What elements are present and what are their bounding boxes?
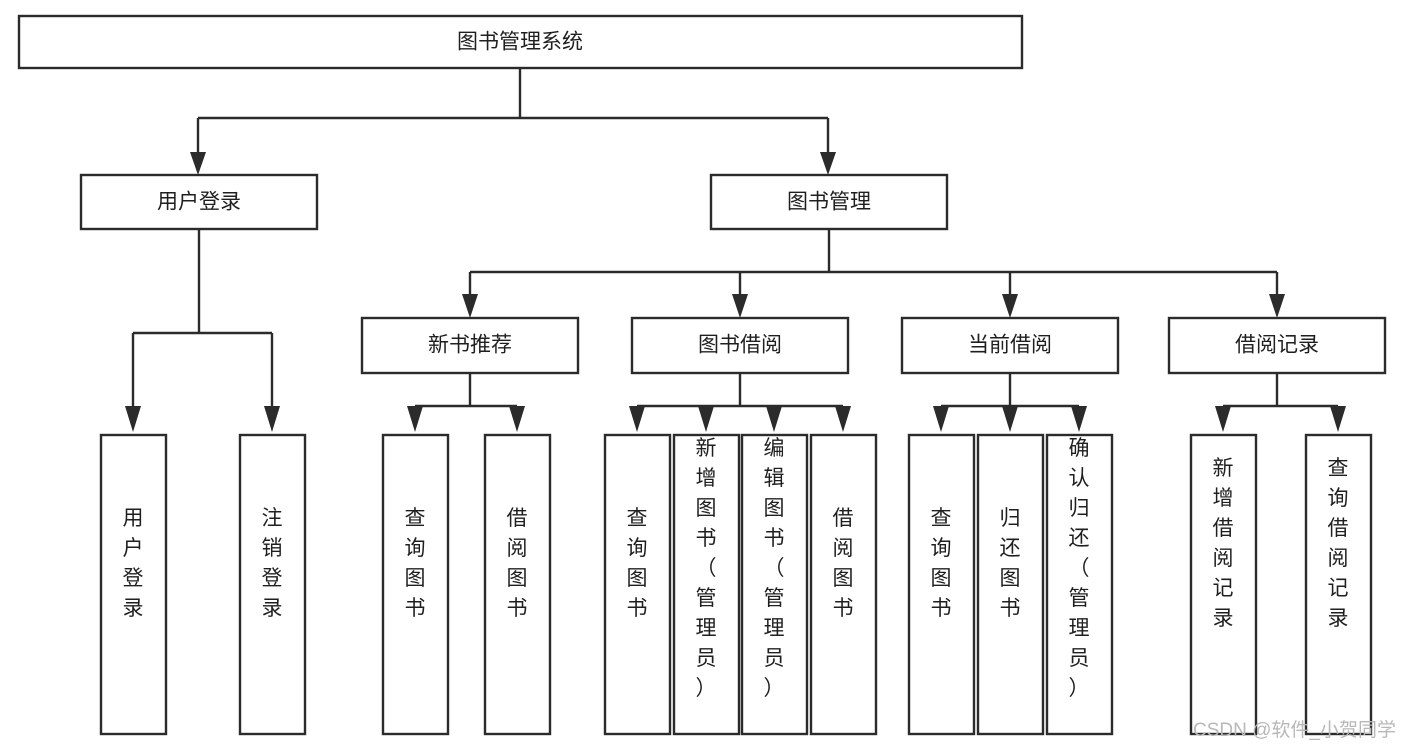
arrow-l3-2 [732,294,748,318]
arrow-cb-2 [1002,406,1018,432]
book-manage-label: 图书管理 [787,191,871,214]
leaf-book-borrow-4[interactable]: 借阅图书 [809,433,878,736]
leaf-user-login-1[interactable]: 用户登录 [99,433,168,736]
leaf-box[interactable] [238,433,307,736]
leaf-current-borrow-1[interactable]: 查询图书 [907,433,976,736]
leaf-borrow-records-1[interactable]: 新增借阅记录 [1189,433,1258,736]
arrow-book-manage [820,152,836,175]
leaf-label: 查询借阅记录 [1328,457,1349,630]
leaf-box[interactable] [809,433,878,736]
leaf-label: 查询图书 [627,507,648,620]
user-login-label: 用户登录 [157,191,241,214]
current-borrow-box[interactable] [900,316,1120,375]
leaf-label: 新增借阅记录 [1213,457,1234,630]
csdn-watermark: CSDN @软件_小贺同学 [1193,719,1396,741]
leaf-box[interactable] [603,433,672,736]
leaf-label: 注销登录 [262,507,283,620]
node-new-book-recommend[interactable]: 新书推荐 [360,316,580,375]
leaf-box[interactable] [907,433,976,736]
node-borrow-records[interactable]: 借阅记录 [1167,316,1387,375]
arrow-l3-3 [1002,294,1018,318]
leaf-box[interactable] [976,433,1045,736]
leaf-box[interactable] [1304,433,1373,736]
arrow-bb-3 [766,406,782,432]
current-borrow-label: 当前借阅 [968,334,1052,357]
leaf-box[interactable] [1045,433,1114,736]
leaf-user-login-2[interactable]: 注销登录 [238,433,307,736]
arrow-nbr-2 [509,406,525,432]
borrow-records-box[interactable] [1167,316,1387,375]
leaf-label: 借阅图书 [833,507,854,620]
leaf-label: 用户登录 [123,507,144,620]
arrow-bb-2 [698,406,714,432]
leaf-current-borrow-3[interactable]: 确认归还（管理员） [1045,433,1114,736]
leaf-current-borrow-2[interactable]: 归还图书 [976,433,1045,736]
leaf-new-book-recommend-1[interactable]: 查询图书 [381,433,450,736]
arrow-user-login [190,152,206,175]
arrow-l3-1 [462,294,478,318]
arrow-br-1 [1215,406,1231,432]
leaf-label: 编辑图书（管理员） [764,437,785,700]
node-book-borrow[interactable]: 图书借阅 [630,316,850,375]
book-manage-box[interactable] [709,173,949,231]
borrow-records-label: 借阅记录 [1235,334,1319,357]
arrow-bb-1 [629,406,645,432]
node-current-borrow[interactable]: 当前借阅 [900,316,1120,375]
leaf-label: 查询图书 [405,507,426,620]
book-borrow-label: 图书借阅 [698,334,782,357]
arrow-br-2 [1330,406,1346,432]
leaf-box[interactable] [99,433,168,736]
leaf-label: 借阅图书 [507,507,528,620]
leaf-book-borrow-2[interactable]: 新增图书（管理员） [672,433,741,736]
arrow-nbr-1 [407,406,423,432]
node-root[interactable]: 图书管理系统 [17,14,1024,70]
root-label: 图书管理系统 [457,31,583,54]
leaf-label: 归还图书 [1000,507,1021,620]
root-box[interactable] [17,14,1024,70]
leaf-box[interactable] [672,433,741,736]
new-book-recommend-label: 新书推荐 [428,334,512,357]
leaf-new-book-recommend-2[interactable]: 借阅图书 [483,433,552,736]
leaf-book-borrow-3[interactable]: 编辑图书（管理员） [740,433,809,736]
leaf-borrow-records-2[interactable]: 查询借阅记录 [1304,433,1373,736]
leaf-box[interactable] [740,433,809,736]
leaf-label: 查询图书 [931,507,952,620]
arrow-bb-4 [835,406,851,432]
new-book-recommend-box[interactable] [360,316,580,375]
arrow-ul-1 [125,406,141,432]
leaf-box[interactable] [483,433,552,736]
leaf-label: 新增图书（管理员） [696,437,717,700]
node-book-manage[interactable]: 图书管理 [709,173,949,231]
leaf-box[interactable] [1189,433,1258,736]
arrow-l3-4 [1269,294,1285,318]
arrow-cb-3 [1071,406,1087,432]
leaf-book-borrow-1[interactable]: 查询图书 [603,433,672,736]
node-user-login[interactable]: 用户登录 [79,173,319,231]
arrow-ul-2 [264,406,280,432]
leaf-box[interactable] [381,433,450,736]
arrow-cb-1 [933,406,949,432]
leaf-label: 确认归还（管理员） [1069,437,1090,700]
